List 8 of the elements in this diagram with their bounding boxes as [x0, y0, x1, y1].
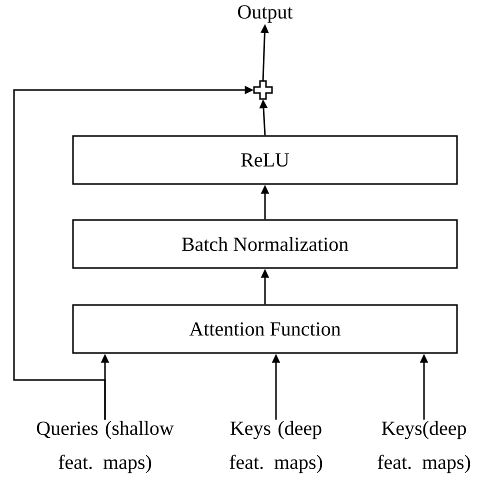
text-label: Keys (deep feat. maps): [230, 420, 322, 474]
process-box: Attention Function: [72, 304, 458, 354]
process-box: Batch Normalization: [72, 219, 458, 269]
text-label: Queries (shallow feat. maps): [36, 420, 174, 474]
plus-sign: [253, 80, 273, 100]
process-box: ReLU: [72, 135, 458, 185]
text-label: Output: [238, 5, 293, 23]
text-label: Keys(deep feat. maps): [378, 420, 470, 474]
